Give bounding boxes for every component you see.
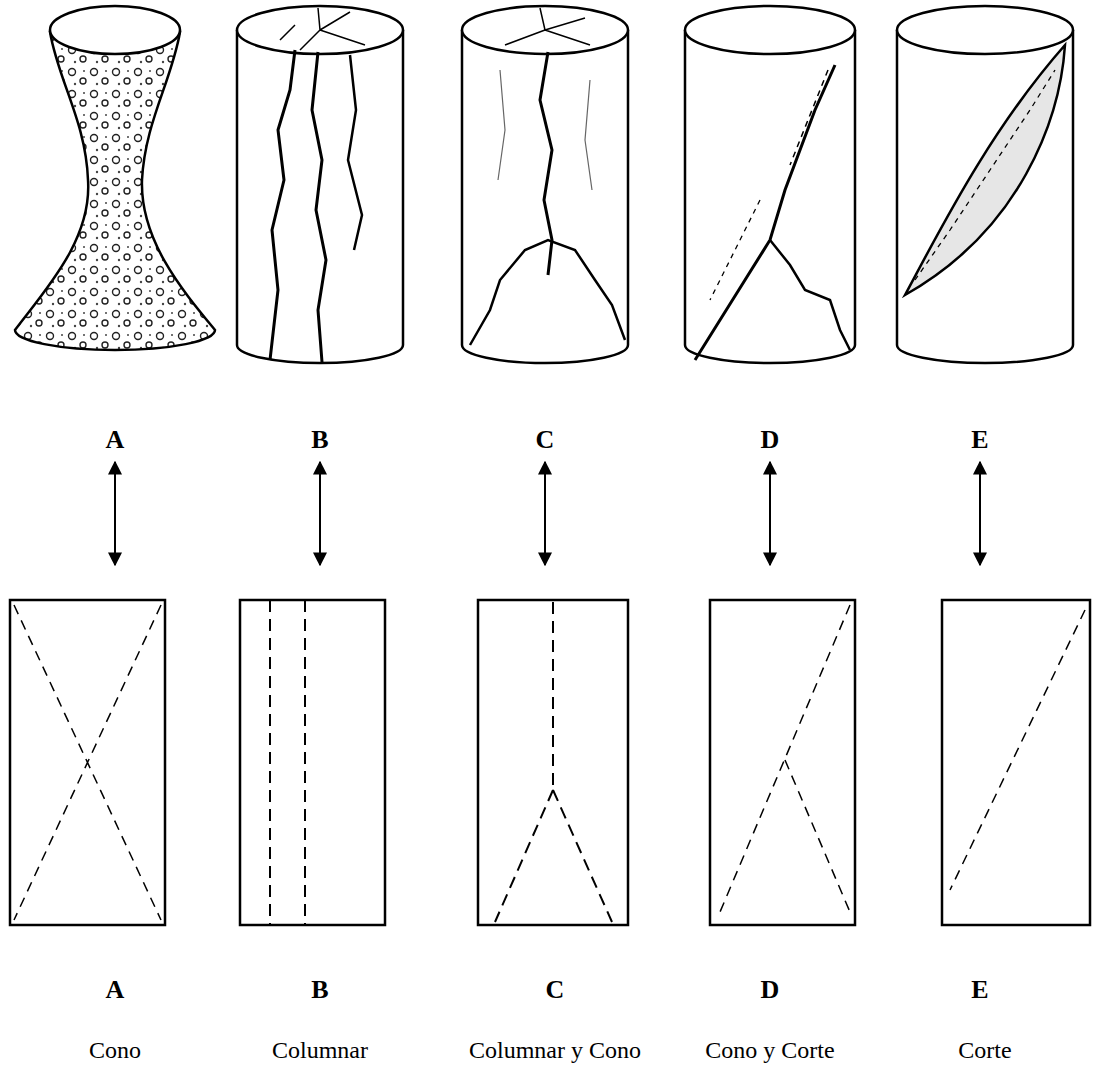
fracture-type-name: Cono y Corte <box>705 1037 834 1063</box>
fracture-type-name: Columnar <box>272 1037 368 1063</box>
shear-specimen <box>897 6 1073 363</box>
columnar-specimen <box>237 6 403 363</box>
fracture-type-name: Cono <box>89 1037 141 1063</box>
fracture-schematic <box>10 600 1090 925</box>
figure-letter: D <box>761 426 780 455</box>
figure-letter: B <box>311 426 328 455</box>
figure-letter: A <box>106 426 125 455</box>
figure-letter: E <box>971 976 988 1005</box>
figure-letter: B <box>311 976 328 1005</box>
cone-shear-specimen <box>685 6 855 363</box>
columnar-cone-specimen <box>462 6 628 363</box>
cone-specimen <box>15 6 215 350</box>
figure-letter: A <box>106 976 125 1005</box>
double-arrow <box>115 462 980 565</box>
figure-letter: D <box>761 976 780 1005</box>
fracture-type-name: Corte <box>958 1037 1011 1063</box>
fracture-type-name: Columnar y Cono <box>469 1037 641 1063</box>
figure-letter: C <box>536 426 555 455</box>
figure-letter: C <box>546 976 565 1005</box>
figure-letter: E <box>971 426 988 455</box>
